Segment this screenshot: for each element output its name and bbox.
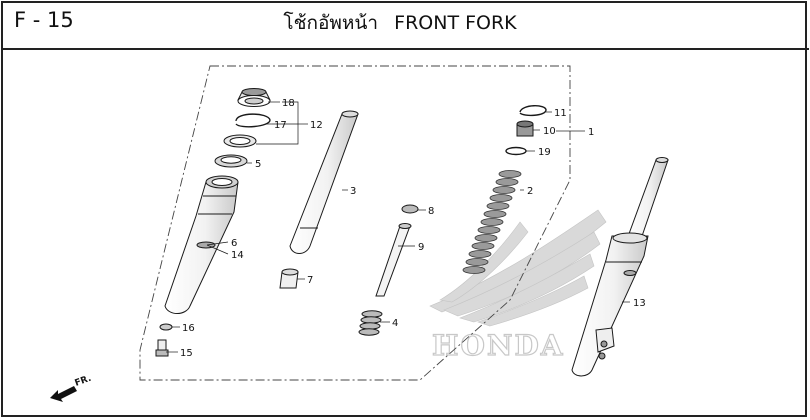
part-10-spring-seat xyxy=(516,120,534,137)
callout-11: 11 xyxy=(554,108,567,119)
callout-15: 15 xyxy=(180,348,193,359)
callout-17: 17 xyxy=(274,120,287,131)
callout-8: 8 xyxy=(428,206,434,217)
callout-2: 2 xyxy=(527,186,533,197)
part-7-collar xyxy=(279,268,299,289)
part-17-circlip xyxy=(235,113,271,128)
header-divider xyxy=(1,48,809,50)
callout-1: 1 xyxy=(588,127,594,138)
page-title: โช้กอัพหน้า FRONT FORK xyxy=(200,8,600,38)
callout-6: 6 xyxy=(231,238,237,249)
part-11-clip xyxy=(519,105,547,117)
section-code: F - 15 xyxy=(14,8,74,32)
callout-3: 3 xyxy=(350,186,356,197)
part-8-seat xyxy=(401,204,419,214)
callout-14: 14 xyxy=(231,250,244,261)
part-4-rebound-spring xyxy=(358,310,383,336)
leader-lines xyxy=(166,101,630,353)
title-thai: โช้กอัพหน้า xyxy=(283,12,379,34)
callout-9: 9 xyxy=(418,242,424,253)
part-15-bolt xyxy=(155,339,169,357)
callout-19: 19 xyxy=(538,147,551,158)
part-5-dust-seal xyxy=(214,154,248,168)
honda-watermark-text: HONDA xyxy=(432,329,564,362)
title-english: FRONT FORK xyxy=(394,12,517,34)
part-13-fork-assembly xyxy=(571,157,669,377)
part-16-washer xyxy=(159,323,173,331)
honda-wing-logo xyxy=(429,209,607,327)
callout-10: 10 xyxy=(543,126,556,137)
callout-5: 5 xyxy=(255,159,261,170)
callout-18: 18 xyxy=(282,98,295,109)
part-19-o-ring xyxy=(505,146,527,156)
part-6-bottom-case xyxy=(164,175,239,314)
callout-labels: 18 17 12 5 6 14 16 15 3 7 8 9 4 11 10 19… xyxy=(180,98,646,359)
front-label: FR. xyxy=(74,374,93,389)
front-direction-indicator: FR. xyxy=(50,374,93,402)
part-2-fork-spring xyxy=(462,170,522,274)
part-12-ring-set xyxy=(223,134,257,148)
part-9-rod xyxy=(375,223,412,297)
callout-4: 4 xyxy=(392,318,398,329)
callout-16: 16 xyxy=(182,323,195,334)
part-3-fork-pipe xyxy=(289,110,359,254)
callout-7: 7 xyxy=(307,275,313,286)
front-arrow-icon xyxy=(50,386,77,402)
part-18-seal xyxy=(237,88,271,107)
assembly-group-outline xyxy=(139,65,571,381)
callout-12: 12 xyxy=(310,120,323,131)
callout-13: 13 xyxy=(633,298,646,309)
